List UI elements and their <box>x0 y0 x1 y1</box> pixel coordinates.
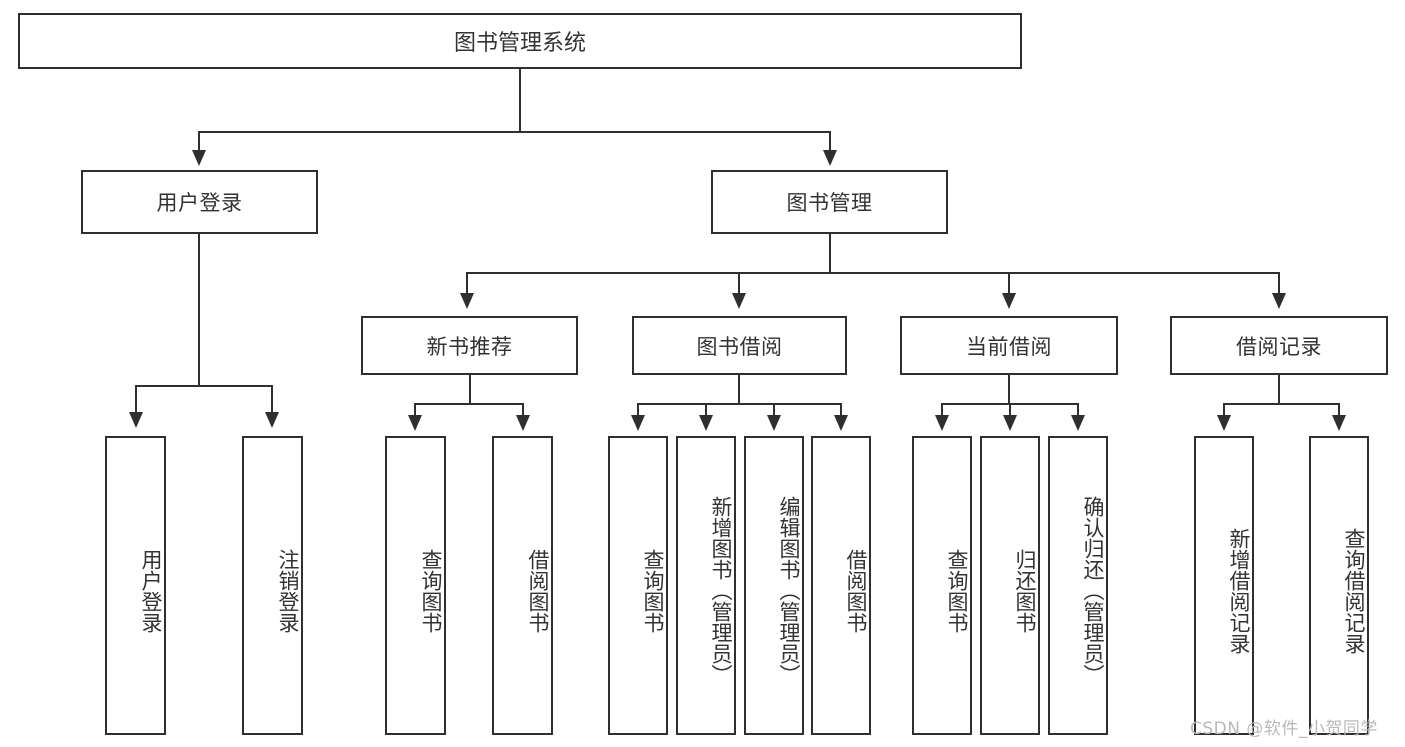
arrow-down-icon <box>1217 415 1231 431</box>
node-label: 借阅记录 <box>1236 334 1322 359</box>
node-label: 查询图书 <box>419 548 443 633</box>
node-label: 新增借阅记录 <box>1227 527 1251 654</box>
node-label: 图书借阅 <box>696 334 783 359</box>
edge-bm-branch-4 <box>1278 272 1280 296</box>
edge-br-stem <box>1278 375 1280 404</box>
edge-bb-branch-3 <box>773 403 775 418</box>
arrow-down-icon <box>265 412 279 428</box>
edge-root-to-book-manage <box>829 131 831 153</box>
edge-nbr-branch-1 <box>414 403 416 418</box>
arrow-down-icon <box>935 415 949 431</box>
node-label: 借阅图书 <box>844 548 868 633</box>
edge-bb-bus <box>637 403 842 405</box>
arrow-down-icon <box>699 415 713 431</box>
arrow-down-icon <box>823 150 837 166</box>
arrow-down-icon <box>192 150 206 166</box>
leaf-borrow-record-add[interactable]: 新增借阅记录 <box>1194 436 1254 735</box>
arrow-down-icon <box>834 415 848 431</box>
node-borrow-record[interactable]: 借阅记录 <box>1170 316 1388 375</box>
leaf-user-login-login[interactable]: 用户登录 <box>105 436 166 735</box>
arrow-down-icon <box>1071 415 1085 431</box>
edge-bb-stem <box>738 375 740 404</box>
edge-cb-branch-2 <box>1009 403 1011 418</box>
arrow-down-icon <box>129 412 143 428</box>
leaf-book-borrow-query[interactable]: 查询图书 <box>608 436 668 735</box>
leaf-new-book-borrow[interactable]: 借阅图书 <box>492 436 553 735</box>
node-label: 用户登录 <box>139 548 163 633</box>
edge-br-bus <box>1223 403 1340 405</box>
edge-nbr-branch-2 <box>522 403 524 418</box>
edge-bb-branch-4 <box>840 403 842 418</box>
edge-user-login-stem <box>198 234 200 386</box>
leaf-user-login-logout[interactable]: 注销登录 <box>242 436 303 735</box>
edge-bm-branch-2 <box>738 272 740 296</box>
node-user-login[interactable]: 用户登录 <box>81 170 318 234</box>
node-label: 确认归还（管理员） <box>1081 496 1105 685</box>
node-label: 图书管理 <box>786 191 873 215</box>
node-label: 查询图书 <box>641 548 665 633</box>
node-label: 用户登录 <box>156 191 243 215</box>
leaf-book-borrow-add[interactable]: 新增图书（管理员） <box>676 436 736 735</box>
node-book-management[interactable]: 图书管理 <box>711 170 948 234</box>
edge-cb-branch-3 <box>1077 403 1079 418</box>
edge-book-management-stem <box>829 234 831 273</box>
arrow-down-icon <box>1003 415 1017 431</box>
edge-user-login-branch-1 <box>135 385 137 415</box>
arrow-down-icon <box>1272 293 1286 309</box>
edge-bb-branch-1 <box>637 403 639 418</box>
node-root-system[interactable]: 图书管理系统 <box>18 13 1022 69</box>
node-label: 编辑图书（管理员） <box>777 496 801 685</box>
arrow-down-icon <box>631 415 645 431</box>
edge-nbr-stem <box>469 375 471 404</box>
node-label: 注销登录 <box>276 548 300 633</box>
node-label: 查询借阅记录 <box>1342 527 1366 654</box>
arrow-down-icon <box>732 293 746 309</box>
node-book-borrow[interactable]: 图书借阅 <box>632 316 847 375</box>
leaf-new-book-query[interactable]: 查询图书 <box>385 436 446 735</box>
node-current-borrow[interactable]: 当前借阅 <box>900 316 1118 375</box>
edge-bm-branch-3 <box>1008 272 1010 296</box>
edge-cb-branch-1 <box>941 403 943 418</box>
edge-user-login-bus <box>135 385 272 387</box>
leaf-current-borrow-return[interactable]: 归还图书 <box>980 436 1040 735</box>
edge-br-branch-1 <box>1223 403 1225 418</box>
node-label: 新增图书（管理员） <box>709 496 733 685</box>
leaf-borrow-record-query[interactable]: 查询借阅记录 <box>1309 436 1369 735</box>
csdn-watermark: CSDN @软件_小贺同学 <box>1190 719 1378 739</box>
edge-br-branch-2 <box>1338 403 1340 418</box>
arrow-down-icon <box>1332 415 1346 431</box>
arrow-down-icon <box>408 415 422 431</box>
leaf-current-borrow-query[interactable]: 查询图书 <box>912 436 972 735</box>
leaf-current-borrow-confirm[interactable]: 确认归还（管理员） <box>1048 436 1108 735</box>
edge-nbr-bus <box>414 403 524 405</box>
leaf-book-borrow-edit[interactable]: 编辑图书（管理员） <box>744 436 804 735</box>
edge-root-to-user-login <box>198 131 200 153</box>
node-label: 当前借阅 <box>966 334 1052 359</box>
node-label: 归还图书 <box>1013 548 1037 633</box>
node-label: 借阅图书 <box>526 548 550 633</box>
arrow-down-icon <box>460 293 474 309</box>
edge-root-bus <box>198 131 831 133</box>
node-new-book-recommend[interactable]: 新书推荐 <box>361 316 578 375</box>
edge-book-management-bus <box>466 272 1280 274</box>
node-label: 图书管理系统 <box>453 31 586 56</box>
edge-root-stem <box>519 69 521 132</box>
arrow-down-icon <box>1002 293 1016 309</box>
node-label: 新书推荐 <box>426 334 513 359</box>
leaf-book-borrow-borrow[interactable]: 借阅图书 <box>811 436 871 735</box>
arrow-down-icon <box>516 415 530 431</box>
edge-user-login-branch-2 <box>271 385 273 415</box>
arrow-down-icon <box>767 415 781 431</box>
edge-bb-branch-2 <box>705 403 707 418</box>
edge-cb-stem <box>1008 375 1010 404</box>
edge-bm-branch-1 <box>466 272 468 296</box>
node-label: 查询图书 <box>945 548 969 633</box>
